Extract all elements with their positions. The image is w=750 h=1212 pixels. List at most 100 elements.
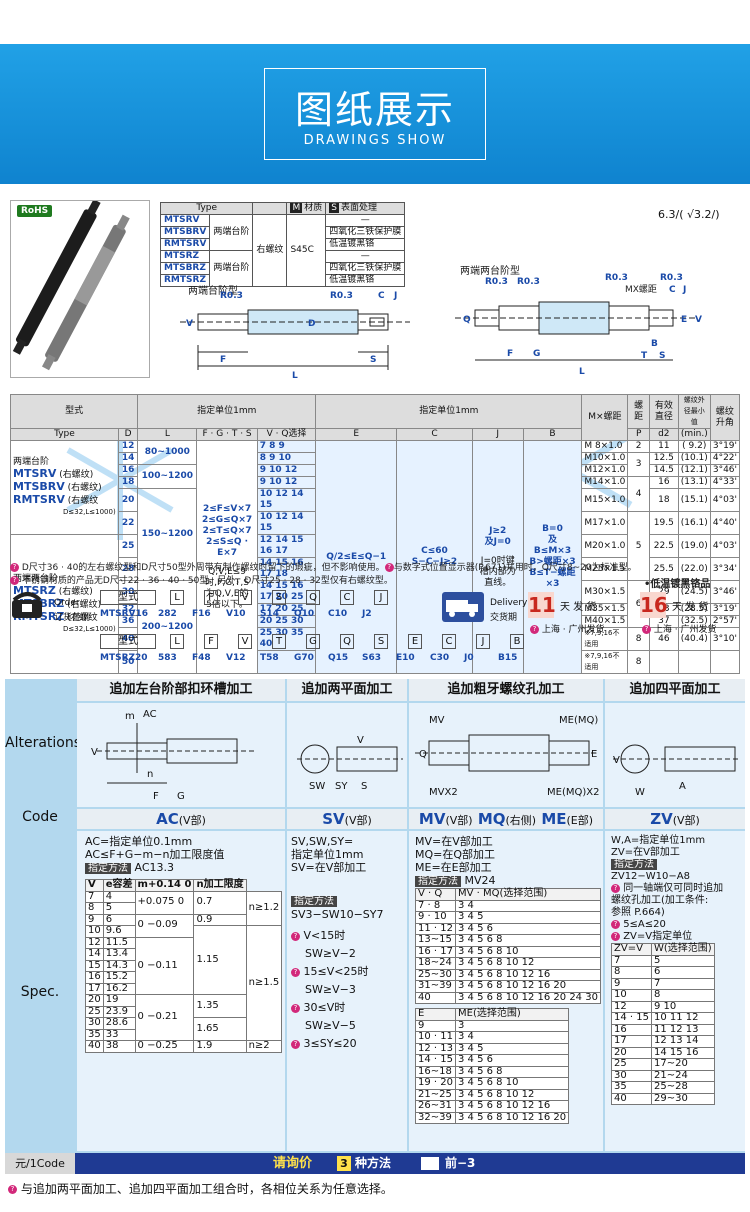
svg-text:S: S xyxy=(659,351,665,361)
d2-value: 18 xyxy=(648,488,679,512)
svg-text:R0.3: R0.3 xyxy=(517,277,540,287)
vq-options: 17 20 25 xyxy=(256,603,317,616)
vq-options xyxy=(256,650,317,674)
page-subtitle: DRAWINGS SHOW xyxy=(303,133,447,148)
row-label-code: Code xyxy=(22,809,58,825)
alt-header-2: 追加两平面加工 xyxy=(287,679,407,701)
svg-text:V: V xyxy=(186,319,193,329)
type-header: Type xyxy=(159,202,254,215)
dmin-value: (40.4) xyxy=(677,627,711,651)
order-field: T xyxy=(272,634,286,649)
spec-table: 型式 指定单位1mm 指定单位1mm M×螺距 螺距 有效直径 螺纹外径最小值 … xyxy=(9,394,741,674)
dmin-value: (24.5) xyxy=(677,580,711,604)
svg-text:G: G xyxy=(177,791,185,802)
l-range: 80~1000 xyxy=(137,440,198,465)
vq-options: 7 8 9 xyxy=(256,440,317,453)
order-field: Q xyxy=(306,590,320,605)
order-example: Order 订货范例 Delivery 交货期 11 天 发 货 ? 上海 · … xyxy=(10,590,745,670)
type-code: MTSBRV xyxy=(159,226,211,239)
order-field: J xyxy=(374,590,388,605)
alt-header-4: 追加四平面加工 xyxy=(605,679,745,701)
order-value: C30 xyxy=(430,653,450,663)
svg-text:L: L xyxy=(579,367,585,377)
delivery-days-2-label: 天 发 货 xyxy=(672,602,709,613)
angle-value: 4°40' xyxy=(709,511,741,535)
svg-text:MV: MV xyxy=(429,715,445,726)
svg-text:V: V xyxy=(695,315,702,325)
svg-text:E: E xyxy=(681,315,687,325)
angle-value: 3°34' xyxy=(709,557,741,581)
d-value: 14 xyxy=(117,452,139,465)
thread-size: M14×1.0 xyxy=(581,476,629,489)
order-value: E10 xyxy=(396,653,415,663)
svg-text:R0.3: R0.3 xyxy=(485,277,508,287)
order-value: F48 xyxy=(192,653,211,663)
svg-text:V: V xyxy=(357,735,364,746)
delivery-truck-icon xyxy=(442,592,484,622)
order-field: Q xyxy=(340,634,354,649)
svg-text:ME(MQ)X2: ME(MQ)X2 xyxy=(547,787,599,798)
vq-options: 10 12 14 15 xyxy=(256,511,317,535)
angle-value: 4°33' xyxy=(709,476,741,489)
svg-text:F: F xyxy=(220,355,226,365)
svg-text:SY: SY xyxy=(335,781,348,792)
d2-value: 11 xyxy=(648,440,679,453)
pitch: 4 xyxy=(627,476,650,512)
delivery-2-sub: ? 上海 · 广州发货 xyxy=(642,622,716,635)
code-sv: SV(V部) xyxy=(287,809,407,829)
dmin-value: (13.1) xyxy=(677,476,711,489)
alterations-panel: 追加左台阶部扣环槽加工 追加两平面加工 追加粗牙螺纹孔加工 追加四平面加工 Al… xyxy=(5,679,745,1173)
svg-text:S: S xyxy=(361,781,367,792)
order-field: F xyxy=(204,634,218,649)
header-banner: 图纸展示 DRAWINGS SHOW xyxy=(0,44,750,184)
svg-text:Q: Q xyxy=(463,315,471,325)
row-label-spec: Spec. xyxy=(20,984,60,1000)
order-value: G70 xyxy=(294,653,314,663)
svg-text:T: T xyxy=(641,351,648,361)
thread-size: M20×1.0 xyxy=(581,534,629,558)
angle-value: 4°03' xyxy=(709,534,741,558)
d-value: 20 xyxy=(117,488,139,512)
svg-text:C: C xyxy=(378,291,385,301)
d-value: 22 xyxy=(117,511,139,535)
order-value: V10 xyxy=(226,609,246,619)
angle-value: 3°46' xyxy=(709,464,741,477)
alt-header-1: 追加左台阶部扣环槽加工 xyxy=(77,679,285,701)
thread-size: M12×1.0 xyxy=(581,464,629,477)
svg-text:S: S xyxy=(370,355,376,365)
d2-value: 22.5 xyxy=(648,534,679,558)
thread-size: M15×1.0 xyxy=(581,488,629,512)
pitch: 2 xyxy=(627,440,650,453)
svg-text:B: B xyxy=(651,339,658,349)
note-1: ? D尺寸36 · 40的左右螺纹型和D尺寸50型外周带有制作螺纹时留下的瑕疵，… xyxy=(10,560,637,573)
order-value: MTSRZ20 xyxy=(100,653,148,663)
delivery-days-2: 16 xyxy=(640,592,668,618)
order-value: T58 xyxy=(260,653,279,663)
thread-size: M25×1.5 xyxy=(581,557,629,581)
phone-icon xyxy=(12,592,42,618)
order-field: 型式 xyxy=(100,634,156,649)
d-value: 18 xyxy=(117,476,139,489)
order-value: B15 xyxy=(498,653,518,663)
ref-label: 前−3 xyxy=(445,1156,476,1170)
type-code: MTSRV xyxy=(159,214,211,227)
order-value: Q15 xyxy=(328,653,349,663)
delivery-1-sub: ? 上海 · 广州发货 xyxy=(530,622,604,635)
l-range: 150~1200 xyxy=(137,488,198,581)
svg-text:D: D xyxy=(308,319,315,329)
svg-text:J: J xyxy=(393,291,397,301)
vq-options: 12 14 15 16 17 xyxy=(256,534,317,558)
delivery-days-1-label: 天 发 货 xyxy=(560,602,597,613)
order-field: C xyxy=(442,634,456,649)
row-label-alterations: Alterations xyxy=(5,735,82,751)
svg-text:Q: Q xyxy=(419,749,427,760)
